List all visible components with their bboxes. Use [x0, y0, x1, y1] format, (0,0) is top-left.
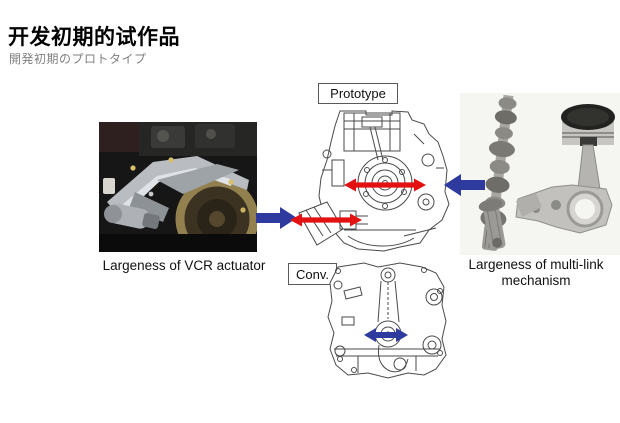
conventional-label: Conv. [288, 263, 337, 285]
piston [561, 104, 615, 146]
actuator-motor [104, 203, 160, 229]
slide-subtitle: 開発初期のプロトタイプ [9, 52, 147, 66]
timing-chain [378, 281, 399, 322]
blue-arrow-left-icon [443, 171, 485, 199]
multi-link-mechanism-photo [460, 93, 620, 255]
caption-multi-link: Largeness of multi-link mechanism [468, 257, 604, 288]
multi-link-carrier [515, 184, 613, 234]
red-double-arrow-lower-icon [289, 211, 363, 229]
slide-title: 开发初期的试作品 [8, 26, 180, 49]
prototype-label: Prototype [318, 83, 398, 104]
red-double-arrow-upper-icon [343, 176, 427, 194]
caption-vcr-actuator: Largeness of VCR actuator [102, 258, 266, 273]
conventional-engine-drawing [324, 261, 450, 389]
blue-double-arrow-icon [363, 326, 409, 344]
actuator-bracket [107, 156, 249, 222]
vcr-actuator-photo [99, 122, 259, 261]
blue-arrow-right-icon [256, 204, 298, 232]
lower-shaft [478, 199, 506, 250]
